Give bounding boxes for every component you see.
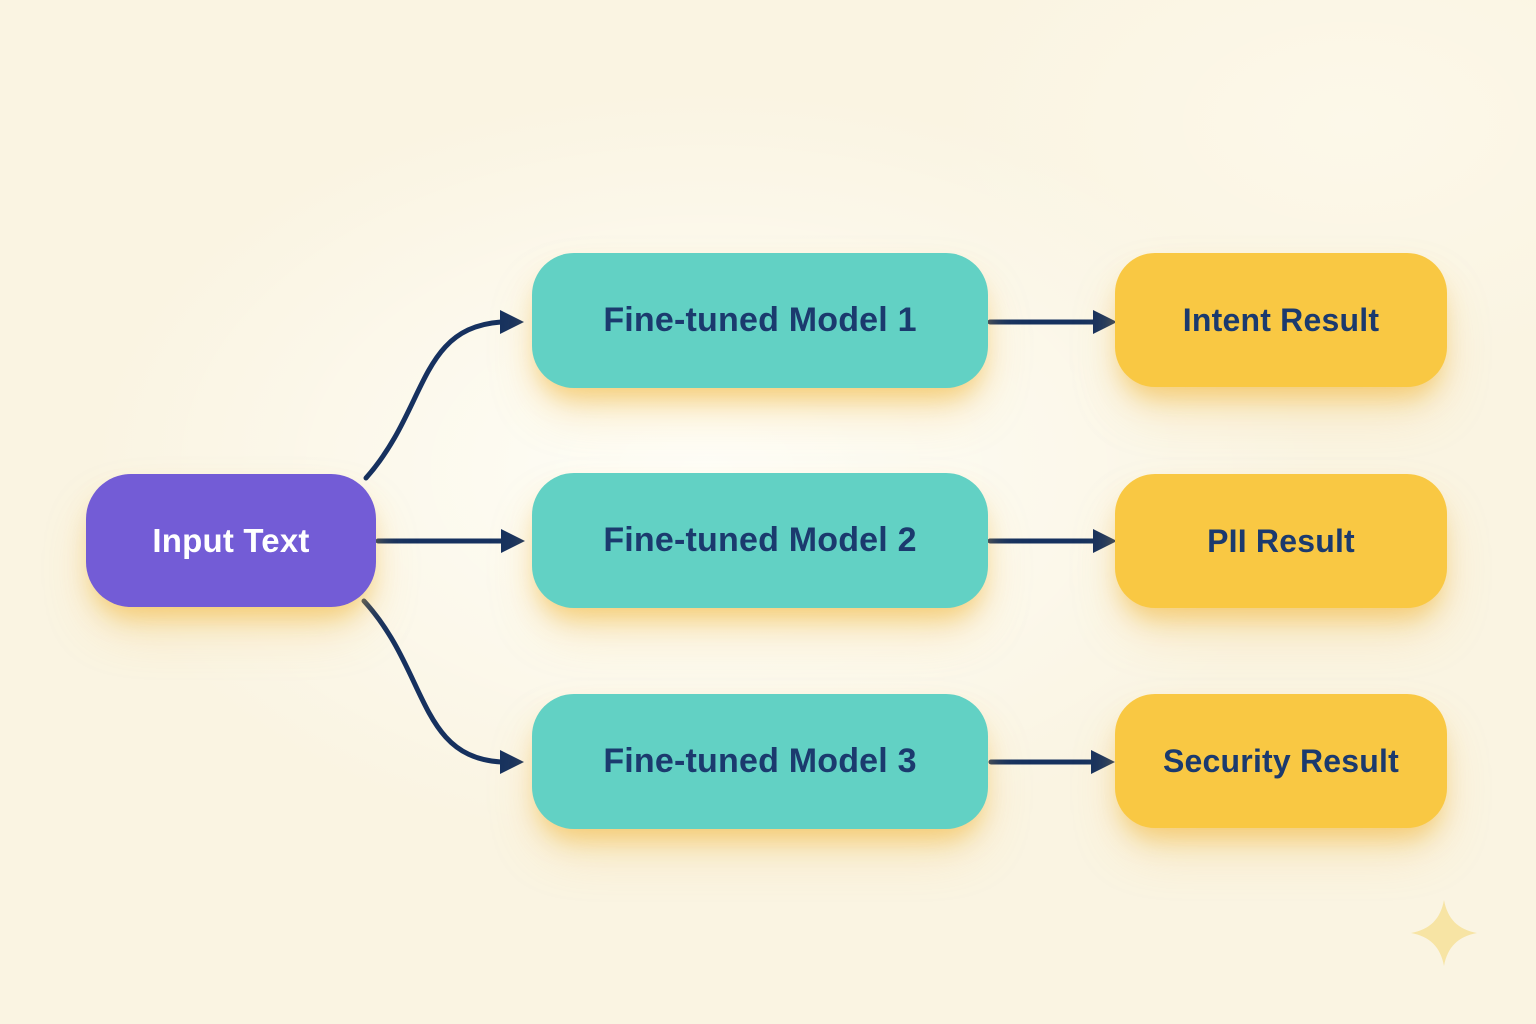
edge-input-model2 (375, 529, 525, 553)
node-pii-result-label: PII Result (1207, 522, 1355, 559)
node-security-result-label: Security Result (1163, 742, 1399, 779)
edge-input-model1 (363, 310, 524, 481)
edge-model1-result1 (987, 310, 1117, 334)
edge-model2-result2 (987, 529, 1117, 553)
node-input-text: Input Text (86, 474, 376, 607)
node-intent-result-label: Intent Result (1182, 301, 1380, 338)
edge-input-model3 (361, 598, 524, 774)
node-intent-result: Intent Result (1115, 253, 1447, 387)
node-input-text-label: Input Text (152, 521, 310, 559)
node-fine-tuned-model-1: Fine-tuned Model 1 (532, 253, 988, 388)
node-fine-tuned-model-1-label: Fine-tuned Model 1 (603, 301, 917, 339)
sparkle-icon (1411, 900, 1477, 966)
node-security-result: Security Result (1115, 694, 1447, 828)
node-fine-tuned-model-2: Fine-tuned Model 2 (532, 473, 988, 608)
node-fine-tuned-model-3-label: Fine-tuned Model 3 (603, 742, 917, 780)
node-fine-tuned-model-2-label: Fine-tuned Model 2 (603, 521, 917, 559)
edge-model3-result3 (988, 750, 1115, 774)
node-pii-result: PII Result (1115, 474, 1447, 608)
node-fine-tuned-model-3: Fine-tuned Model 3 (532, 694, 988, 829)
